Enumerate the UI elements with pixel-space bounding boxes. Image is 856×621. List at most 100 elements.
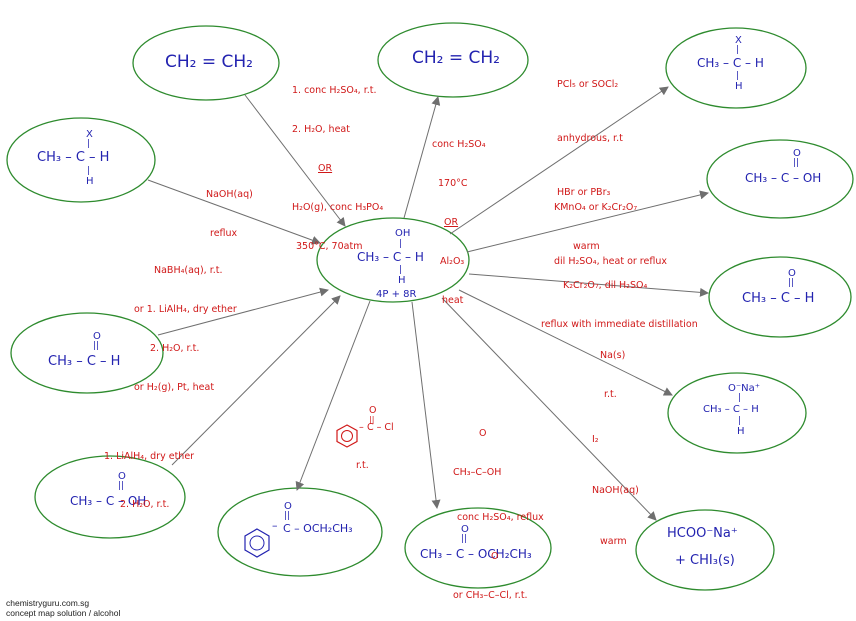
center-bond-bottom: | (399, 265, 403, 275)
condition-oxidation-aldehyde: K₂Cr₂O₇, dil H₂SO₄ reflux with immediate… (541, 253, 698, 357)
center-oh: OH (395, 228, 411, 239)
condition-oxidation-acid: KMnO₄ or K₂Cr₂O₇ dil H₂SO₄, heat or refl… (554, 163, 667, 307)
acid-left-formula: CH₃ – C – OH (70, 494, 147, 508)
aldehyde-right-double-bond: || (788, 278, 795, 288)
alkoxide-bond-bottom: | (738, 416, 742, 426)
haloalkane-right-formula: CH₃ – C – H (697, 56, 764, 70)
condition-iodoform: I₂ NaOH(aq) warm (592, 397, 639, 584)
condition-halogenation-line: HBr or PBr₃ (557, 187, 611, 198)
condition-iodoform-line: warm (600, 536, 627, 547)
condition-dehydration-line: heat (442, 295, 464, 306)
haloalkane-left-formula: CH₃ – C – H (37, 150, 110, 165)
condition-oxidation-acid-line: KMnO₄ or K₂Cr₂O₇ (554, 202, 638, 213)
condition-hydration-line: H₂O(g), conc H₃PO₄ (292, 202, 384, 213)
condition-hydration: 1. conc H₂SO₄, r.t. 2. H₂O, heat OR H₂O(… (292, 58, 383, 279)
condition-esterification-o2: O (491, 551, 499, 562)
condition-dehydration-line: 170°C (438, 178, 468, 189)
node-acid-right-outline (706, 139, 854, 219)
alkoxide-h: H (737, 426, 745, 437)
condition-reduction-acid-line: 1. LiAlH₄, dry ether (104, 451, 195, 462)
ester-ethyl-formula: CH₃ – C – OCH₂CH₃ (420, 547, 532, 561)
haloalkane-left-bond-bottom: | (87, 166, 91, 176)
benzoate-o: O (284, 501, 292, 512)
haloalkane-left-x: X (86, 129, 93, 140)
condition-halogenation-line: anhydrous, r.t (557, 133, 623, 144)
benzoate-bond-left: – (272, 519, 278, 532)
arrow-reduction-acid (171, 295, 341, 466)
condition-esterification: O CH₃–C–OH conc H₂SO₄, reflux O or CH₃–C… (453, 401, 544, 621)
node-carboxylate-outline (635, 509, 775, 591)
haloalkane-right-h: H (735, 81, 743, 92)
arrow-benzoylation (295, 300, 371, 491)
condition-reduction-ketone-line: or H₂(g), Pt, heat (134, 382, 215, 393)
center-formula: CH₃ – C – H (357, 250, 424, 264)
center-bond-top: | (399, 239, 403, 249)
node-ester-ethyl-outline (404, 507, 552, 589)
center-h: H (398, 275, 406, 286)
condition-hydration-line: 2. H₂O, heat (292, 124, 350, 135)
haloalkane-right-x: X (735, 35, 742, 46)
benzoyl-ring-icon (336, 424, 358, 448)
alkoxide-bond-top: | (738, 393, 742, 403)
condition-reduction-ketone-line: NaBH₄(aq), r.t. (154, 265, 223, 276)
condition-iodoform-line: NaOH(aq) (592, 485, 639, 496)
node-haloalkane-left-outline (6, 117, 156, 203)
benzoyl-formula: C – Cl (367, 422, 394, 433)
benzoyl-o: O (369, 405, 377, 416)
haloalkane-left-bond-top: | (87, 139, 91, 149)
benzoyl-double-bond: || (369, 415, 375, 424)
arrow-iodoform (441, 297, 657, 521)
alkoxide-formula: CH₃ – C – H (703, 404, 759, 415)
condition-esterification-acid: CH₃–C–OH (453, 467, 502, 478)
arrow-halogenation (449, 86, 669, 235)
ketone-left-o: O (93, 331, 101, 342)
acid-right-formula: CH₃ – C – OH (745, 171, 822, 185)
condition-hydration-line: 350°C, 70atm (296, 241, 363, 252)
aldehyde-right-o: O (788, 268, 796, 279)
acid-right-double-bond: || (793, 158, 800, 168)
node-acid-left-outline (34, 455, 186, 539)
condition-dehydration: conc H₂SO₄ 170°C OR Al₂O₃ heat (432, 112, 486, 333)
footer-site: chemistryguru.com.sg (6, 598, 90, 608)
condition-oxidation-aldehyde-line: reflux with immediate distillation (541, 319, 698, 330)
acid-right-o: O (793, 148, 801, 159)
condition-reduction-acid-line: 2. H₂O, r.t. (120, 499, 170, 510)
node-alkoxide-outline (667, 372, 807, 454)
center-count: 4P + 8R (376, 289, 417, 300)
condition-reduction-acid: 1. LiAlH₄, dry ether 2. H₂O, r.t. (104, 417, 194, 545)
arrow-hydrolysis (147, 179, 321, 245)
haloalkane-right-bond-top: | (736, 45, 740, 55)
haloalkane-right-bond-bottom: | (736, 71, 740, 81)
condition-halogenation-line: warm (573, 241, 600, 252)
condition-hydrolysis-line: NaOH(aq) (206, 189, 253, 200)
condition-esterification-o1: O (479, 428, 487, 439)
node-aldehyde-right-outline (708, 256, 852, 338)
arrow-reduction-ketone (157, 287, 329, 336)
node-ketone-left-outline (10, 312, 164, 394)
condition-reduction-ketone-line: or 1. LiAlH₄, dry ether (134, 304, 237, 315)
haloalkane-left-h: H (86, 176, 94, 187)
condition-sodium: Na(s) r.t. (600, 323, 625, 427)
benzene-ring-icon (244, 528, 270, 558)
acid-left-double-bond: || (118, 481, 125, 491)
condition-hydrolysis: NaOH(aq) reflux (206, 162, 253, 266)
condition-halogenation: PCl₅ or SOCl₂ anhydrous, r.t HBr or PBr₃… (557, 40, 623, 292)
condition-hydration-or: OR (318, 163, 333, 174)
arrow-hydration (244, 94, 346, 227)
benzoyl-bond: – (359, 422, 364, 433)
condition-dehydration-line: conc H₂SO₄ (432, 139, 486, 150)
benzoyl-rt: r.t. (356, 460, 369, 471)
node-ethene-top-outline (377, 22, 529, 98)
condition-oxidation-acid-line: dil H₂SO₄, heat or reflux (554, 256, 667, 267)
node-center-outline (316, 217, 470, 303)
alkoxide-o: O⁻Na⁺ (728, 383, 761, 394)
condition-hydration-line: 1. conc H₂SO₄, r.t. (292, 85, 377, 96)
condition-dehydration-or: OR (444, 217, 459, 228)
carboxylate-line1: HCOO⁻Na⁺ (667, 526, 738, 541)
benzoate-double-bond: || (284, 511, 291, 521)
condition-esterification-line: conc H₂SO₄, reflux (457, 512, 544, 523)
acid-left-o: O (118, 471, 126, 482)
arrow-dehydration (403, 96, 441, 219)
condition-reduction-ketone-line: 2. H₂O, r.t. (150, 343, 200, 354)
